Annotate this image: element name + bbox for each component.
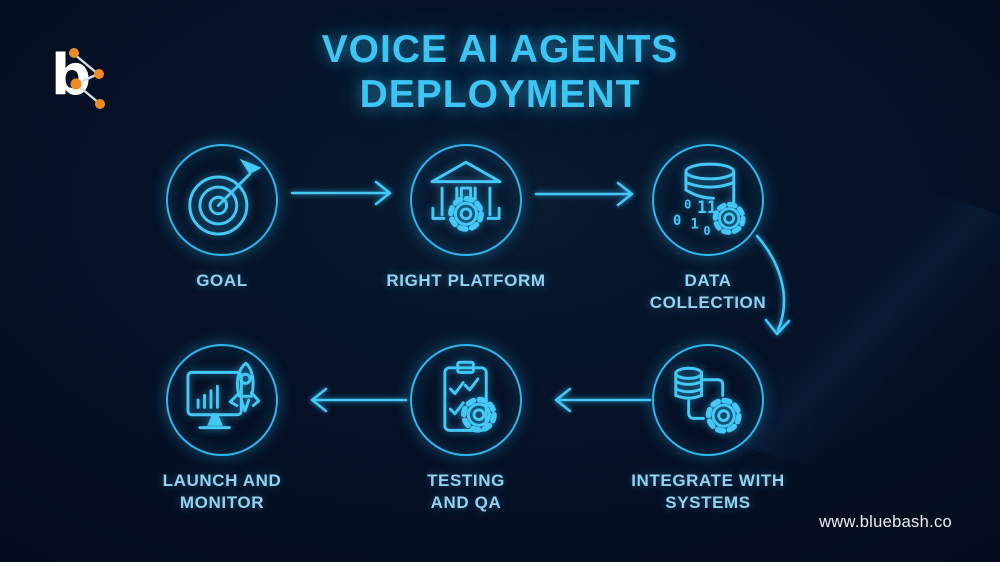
- step-label: INTEGRATE WITH SYSTEMS: [631, 471, 785, 513]
- svg-text:0: 0: [684, 197, 691, 211]
- svg-text:0: 0: [703, 224, 710, 238]
- clipboard-checklist-gear-icon: [443, 360, 512, 446]
- step-label: RIGHT PLATFORM: [386, 271, 546, 290]
- step-testing-badge: [410, 344, 522, 456]
- step-data-collection-badge: 0 11 0 1 0: [652, 144, 764, 256]
- step-data-collection: 0 11 0 1 0 DATA COLLECTION: [613, 144, 803, 314]
- monitor-rocket-icon: [186, 361, 261, 430]
- page-title: VOICE AI AGENTS DEPLOYMENT: [321, 28, 679, 116]
- step-integrate-badge: [652, 344, 764, 456]
- binary-digits: 0 11 0 1 0: [673, 197, 717, 238]
- svg-text:11: 11: [697, 198, 717, 217]
- step-integrate-with-systems: INTEGRATE WITH SYSTEMS: [613, 344, 803, 514]
- svg-text:0: 0: [673, 213, 681, 229]
- step-label: GOAL: [196, 271, 248, 290]
- database-binary-gear-icon: 0 11 0 1 0: [673, 162, 754, 238]
- step-right-platform-badge: [410, 144, 522, 256]
- logo-network-dots: [69, 48, 105, 109]
- step-goal-badge: [166, 144, 278, 256]
- database-connector-gear-icon: [674, 366, 754, 446]
- svg-text:1: 1: [691, 217, 699, 233]
- step-goal: GOAL: [127, 144, 317, 292]
- logo-network-icon: b: [51, 43, 105, 109]
- step-label: DATA COLLECTION: [649, 271, 767, 313]
- bank-platform-gear-icon: [430, 160, 502, 246]
- step-testing-and-qa: TESTING AND QA: [371, 344, 561, 514]
- bluebash-logo: b: [50, 38, 110, 110]
- website-url: www.bluebash.co: [819, 513, 952, 531]
- step-launch-badge: [166, 344, 278, 456]
- step-label: LAUNCH AND MONITOR: [162, 471, 282, 513]
- step-right-platform: RIGHT PLATFORM: [371, 144, 561, 292]
- target-dart-icon: [188, 158, 262, 236]
- step-launch-and-monitor: LAUNCH AND MONITOR: [127, 344, 317, 514]
- step-label: TESTING AND QA: [427, 471, 505, 513]
